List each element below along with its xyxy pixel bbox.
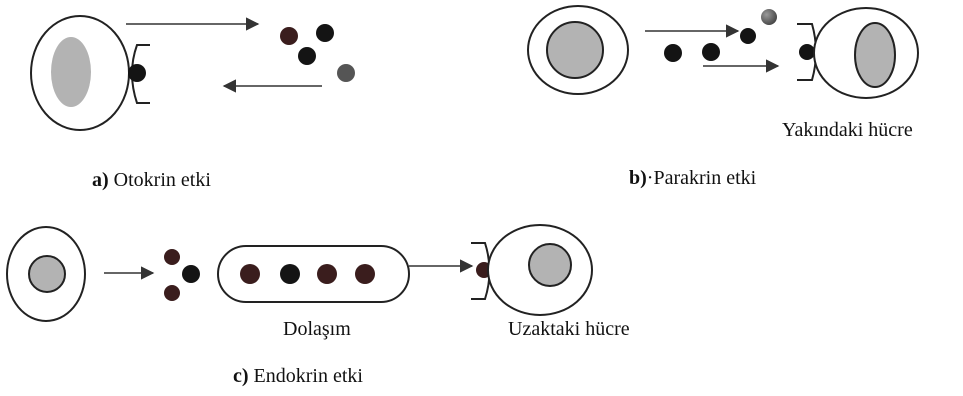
panel-a-caption: a) Otokrin etki xyxy=(92,169,211,192)
signal-molecule xyxy=(761,9,777,25)
nearby-cell-label: Yakındaki hücre xyxy=(782,119,913,141)
signal-molecule xyxy=(337,64,355,82)
panel-c-caption: c) Endokrin etki xyxy=(233,365,363,388)
panel-a-name: Otokrin etki xyxy=(113,169,211,191)
signal-molecule xyxy=(298,47,316,65)
signal-molecule xyxy=(740,28,756,44)
bound-molecule xyxy=(128,64,146,82)
cell-nucleus xyxy=(546,21,604,79)
circulating-molecule xyxy=(280,264,300,284)
panel-c-endocrine xyxy=(6,224,593,322)
vessel-label: Dolaşım xyxy=(283,318,351,340)
signal-molecule xyxy=(316,24,334,42)
blood-vessel xyxy=(217,245,410,303)
panel-b-name: ·Parakrin etki xyxy=(646,167,757,189)
cell-nucleus xyxy=(528,243,572,287)
circulating-molecule xyxy=(317,264,337,284)
cell-nucleus xyxy=(51,37,91,107)
distant-cell-label: Uzaktaki hücre xyxy=(508,318,630,340)
panel-b-caption: b)·Parakrin etki xyxy=(629,167,756,190)
signal-molecule xyxy=(280,27,298,45)
signal-molecule xyxy=(702,43,720,61)
signal-molecule xyxy=(182,265,200,283)
signal-molecule xyxy=(164,285,180,301)
cell-nucleus xyxy=(854,22,896,88)
circulating-molecule xyxy=(355,264,375,284)
panel-b-paracrine xyxy=(527,5,919,99)
panel-a-letter: a) xyxy=(92,169,109,191)
signal-molecule xyxy=(164,249,180,265)
circulating-molecule xyxy=(240,264,260,284)
panel-a-autocrine xyxy=(30,15,355,131)
panel-b-letter: b) xyxy=(629,167,647,189)
cell-nucleus xyxy=(28,255,66,293)
bound-molecule xyxy=(799,44,815,60)
panel-c-letter: c) xyxy=(233,365,249,387)
signal-molecule xyxy=(664,44,682,62)
panel-c-name: Endokrin etki xyxy=(253,365,363,387)
